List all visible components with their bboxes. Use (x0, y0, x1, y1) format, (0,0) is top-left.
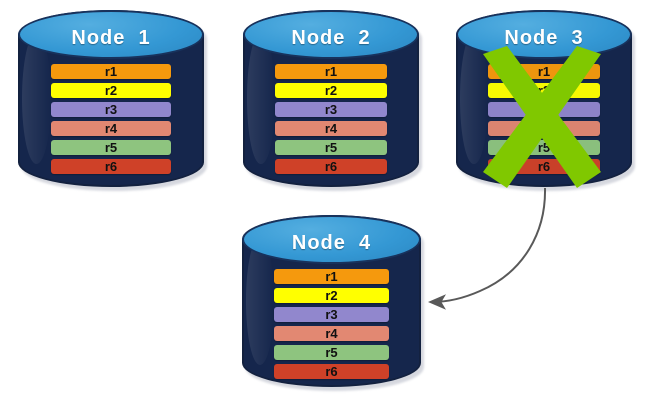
node-2-top-disc (243, 10, 419, 59)
record-row[interactable]: r4 (274, 326, 389, 341)
record-row[interactable]: r5 (487, 140, 601, 155)
record-row[interactable]: r3 (274, 102, 388, 117)
node-1-cylinder[interactable]: Node 1 r1 r2 r3 r4 r5 r6 (18, 10, 207, 191)
record-row[interactable]: r2 (274, 83, 388, 98)
record-row[interactable]: r3 (274, 307, 389, 322)
record-row[interactable]: r6 (487, 159, 601, 174)
node-3-cylinder[interactable]: Node 3 r1 r2 r3 r4 r5 r6 (456, 10, 635, 191)
node-2-cylinder[interactable]: Node 2 r1 r2 r3 r4 r5 r6 (243, 10, 422, 191)
node-2-title: Node 2 (291, 27, 371, 49)
record-row[interactable]: r6 (274, 364, 389, 379)
record-row[interactable]: r5 (51, 140, 171, 155)
node-1-top-disc (18, 10, 204, 59)
record-row[interactable]: r5 (274, 140, 388, 155)
record-row[interactable]: r2 (274, 288, 389, 303)
record-row[interactable]: r2 (51, 83, 171, 98)
node-4-cylinder[interactable]: Node 4 r1 r2 r3 r4 r5 r6 (242, 215, 424, 391)
record-row[interactable]: r3 (487, 102, 601, 117)
record-row[interactable]: r1 (51, 64, 171, 79)
node-1-title: Node 1 (71, 27, 151, 49)
record-row[interactable]: r3 (51, 102, 171, 117)
record-row[interactable]: r4 (274, 121, 388, 136)
record-row[interactable]: r6 (274, 159, 388, 174)
record-row[interactable]: r6 (51, 159, 171, 174)
record-row[interactable]: r1 (274, 269, 389, 284)
record-row[interactable]: r1 (274, 64, 388, 79)
node-1-gloss (22, 32, 52, 165)
node-4-title: Node 4 (291, 232, 372, 254)
record-row[interactable]: r1 (487, 64, 601, 79)
node-4-top-disc (242, 215, 421, 264)
node-3-title: Node 3 (504, 27, 584, 49)
record-row[interactable]: r4 (51, 121, 171, 136)
record-row[interactable]: r2 (487, 83, 601, 98)
record-row[interactable]: r4 (487, 121, 601, 136)
record-row[interactable]: r5 (274, 345, 389, 360)
